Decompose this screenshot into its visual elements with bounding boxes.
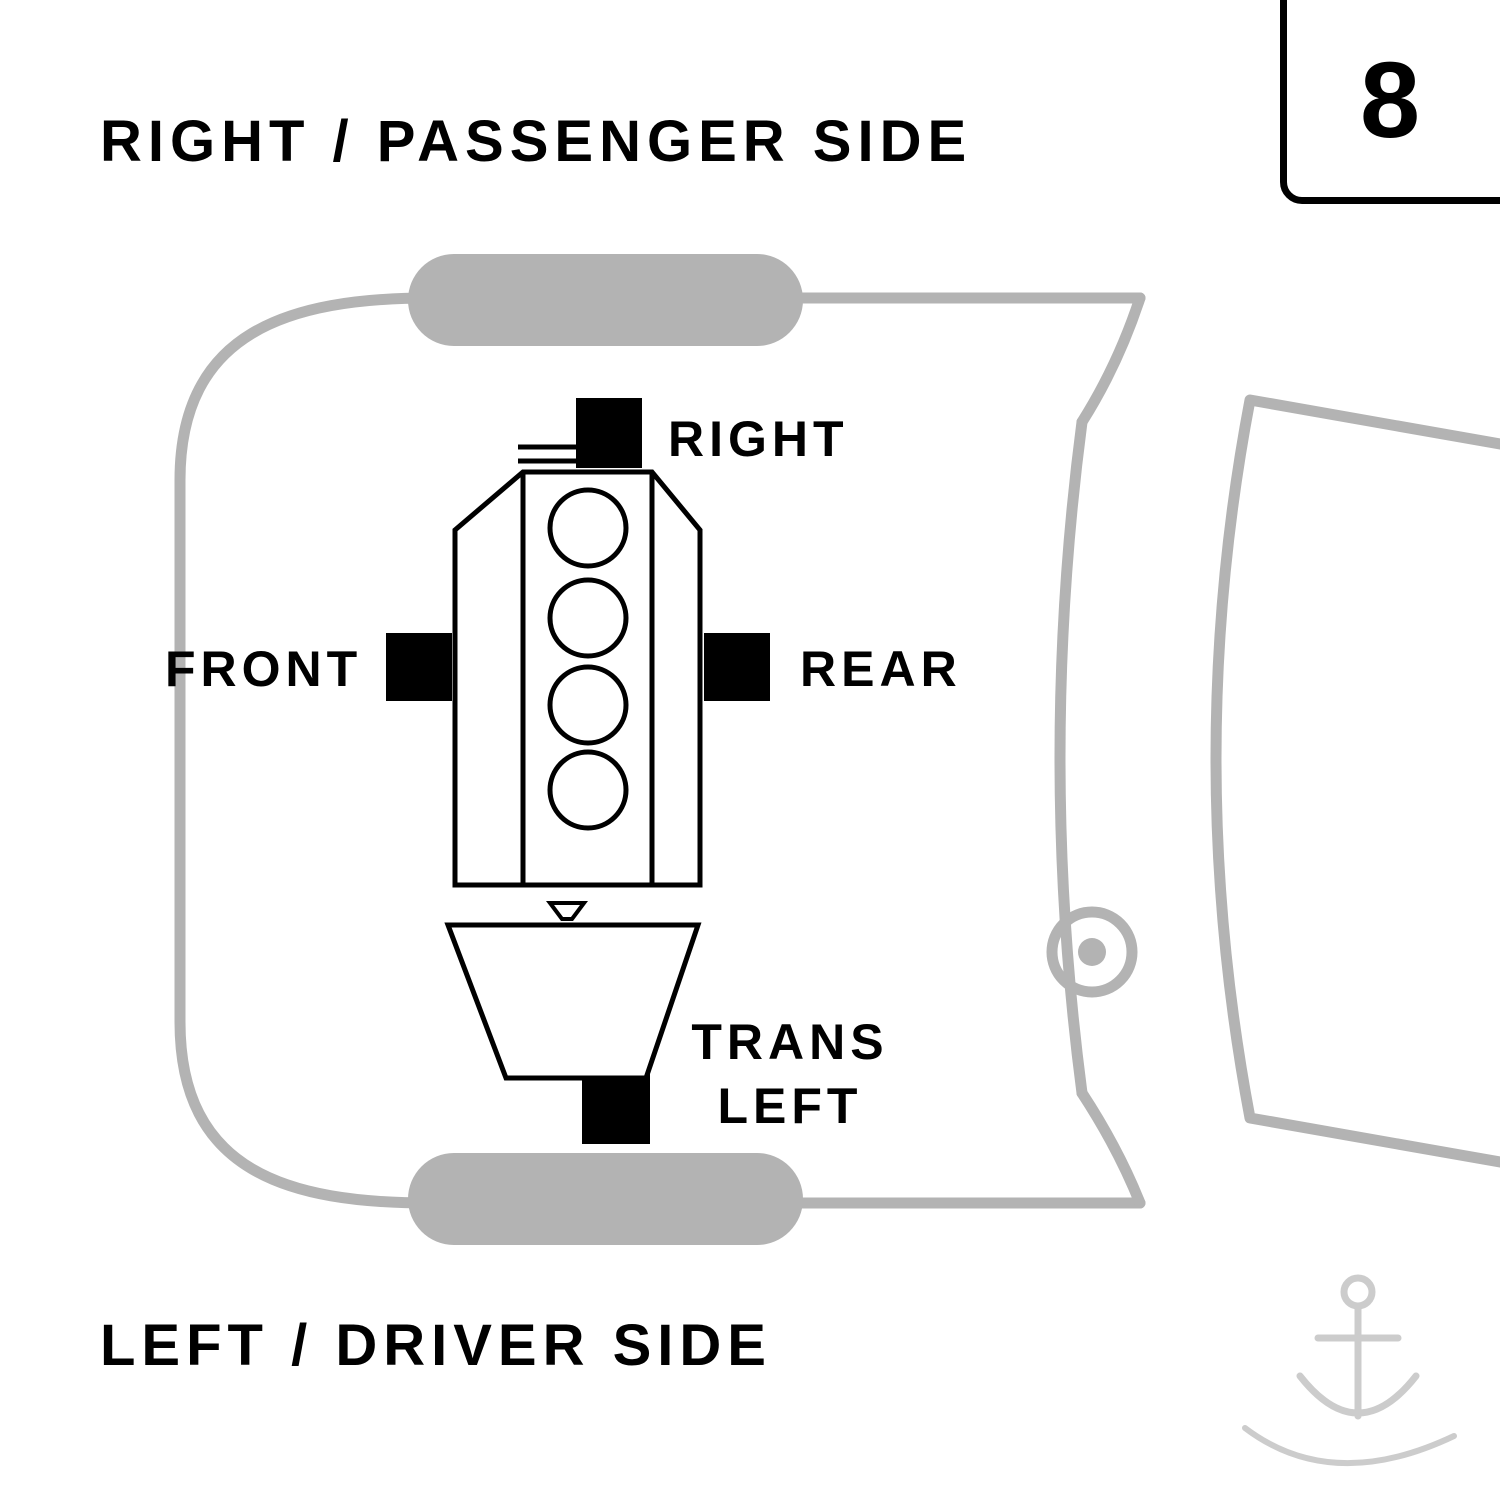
cylinder-1	[547, 487, 629, 569]
mount-label-trans-left: TRANS LEFT	[685, 1010, 895, 1138]
title-right-passenger-side: RIGHT / PASSENGER SIDE	[100, 109, 973, 174]
mount-label-trans-line1: TRANS	[691, 1014, 889, 1070]
mount-front	[386, 633, 452, 701]
car-a-pillar-top	[1076, 292, 1146, 428]
car-body-outline	[174, 292, 1146, 1209]
anchor-logo-watermark	[1242, 1274, 1457, 1467]
engine-assembly	[386, 398, 770, 1144]
cylinder-4	[547, 749, 629, 831]
fuel-cap-circle	[1046, 906, 1138, 998]
cylinder-2	[547, 577, 629, 659]
trans-input-funnel	[546, 901, 588, 921]
windshield-outer-curve-and-hood	[1210, 394, 1500, 1168]
tire-top	[408, 254, 803, 346]
cylinder-3	[547, 664, 629, 746]
windshield-inner-curve	[1054, 416, 1088, 1099]
mount-label-front: FRONT	[165, 641, 363, 697]
mount-label-trans-line2: LEFT	[717, 1078, 863, 1134]
car-a-pillar-bottom	[1076, 1087, 1146, 1209]
transmission	[444, 922, 702, 1081]
mount-trans-left	[582, 1072, 650, 1144]
mount-rear	[704, 633, 770, 701]
figure-number: 8	[1359, 38, 1421, 160]
mount-label-rear: REAR	[800, 641, 962, 697]
car-outline	[174, 254, 1500, 1245]
anchor-ring	[1340, 1274, 1376, 1310]
title-left-driver-side: LEFT / DRIVER SIDE	[100, 1313, 772, 1378]
mount-label-right: RIGHT	[668, 411, 849, 467]
fuel-cap-dot	[1078, 938, 1106, 966]
anchor-orbit-swoosh	[1242, 1425, 1457, 1467]
tire-bottom	[408, 1153, 803, 1245]
figure-number-box: 8	[1280, 0, 1500, 204]
mount-right	[576, 398, 642, 468]
anchor-flukes	[1296, 1372, 1420, 1417]
